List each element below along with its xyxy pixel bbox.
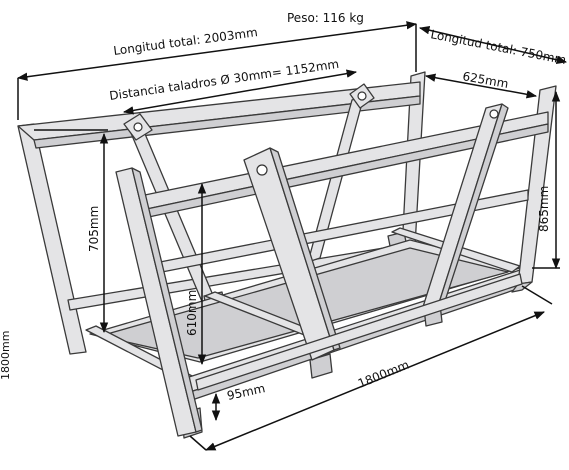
dimension-865: 865mm [532, 90, 561, 270]
label-edge-fragment: 1800mm [0, 331, 12, 380]
label-625: 625mm [461, 69, 509, 91]
back-left-upright [17, 123, 87, 355]
label-705: 705mm [87, 206, 101, 252]
label-1800: 1800mm [356, 358, 411, 391]
lifting-lug-left [123, 113, 153, 141]
label-865: 865mm [537, 186, 551, 232]
dimension-705: 705mm [34, 129, 109, 334]
dimension-610: 610mm [185, 182, 207, 366]
label-total-length: Longitud total: 2003mm [113, 25, 259, 58]
label-weight: Peso: 116 kg [287, 11, 364, 25]
dimension-total-width: Longitud total: 750mm [418, 26, 567, 67]
dimension-625: 625mm [424, 69, 538, 99]
front-right-upright-side [511, 281, 533, 293]
front-left-upright-side [131, 167, 203, 433]
label-total-width: Longitud total: 750mm [429, 27, 567, 67]
label-610: 610mm [185, 290, 199, 336]
